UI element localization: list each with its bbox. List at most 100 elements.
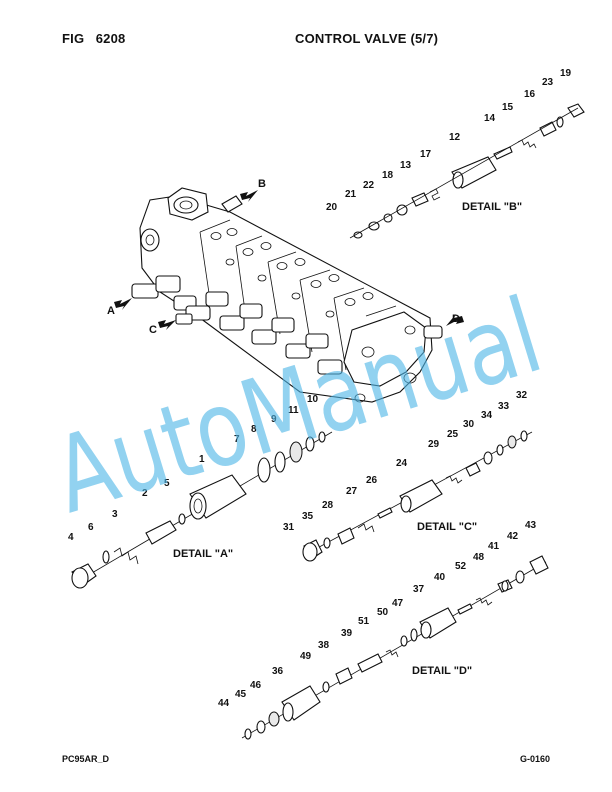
part-10-ring — [318, 431, 326, 443]
part-label-28: 28 — [322, 500, 334, 511]
part-label-1: 1 — [199, 454, 205, 465]
part-19-cap — [567, 103, 585, 118]
part-label-10: 10 — [307, 394, 319, 405]
part-50-ring — [400, 635, 408, 647]
part-35-ring — [323, 537, 331, 549]
detail-a-assembly — [71, 431, 333, 589]
part-label-35: 35 — [302, 511, 314, 522]
part-20-ring — [353, 231, 363, 239]
part-label-46: 46 — [250, 680, 262, 691]
part-45-ring — [256, 720, 266, 734]
part-46-ring — [268, 711, 280, 727]
spool-caps — [131, 275, 343, 375]
part-label-27: 27 — [346, 486, 358, 497]
body-port-holes — [210, 228, 374, 318]
part-label-48: 48 — [473, 552, 485, 563]
part-6-oring — [102, 550, 110, 564]
part-42-ring — [515, 570, 525, 584]
part-11-ring — [305, 436, 315, 452]
detail-c-assembly — [302, 430, 533, 562]
part-label-3: 3 — [112, 509, 118, 520]
part-label-45: 45 — [235, 689, 247, 700]
part-8-ring — [274, 451, 286, 473]
detail-d-assembly — [241, 555, 549, 740]
part-label-4: 4 — [68, 532, 74, 543]
part-label-29: 29 — [428, 439, 440, 450]
part-32-ring — [520, 430, 528, 442]
part-label-44: 44 — [218, 698, 230, 709]
part-label-15: 15 — [502, 102, 514, 113]
part-label-25: 25 — [447, 429, 459, 440]
part-label-17: 17 — [420, 149, 432, 160]
part-label-42: 42 — [507, 531, 519, 542]
part-label-41: 41 — [488, 541, 500, 552]
part-label-39: 39 — [341, 628, 353, 639]
part-17-spring — [429, 188, 441, 201]
figure-prefix: FIG — [62, 31, 85, 46]
part-label-12: 12 — [449, 132, 461, 143]
detail-c-label: DETAIL "C" — [417, 521, 477, 533]
part-label-32: 32 — [516, 390, 528, 401]
part-30-oring — [483, 451, 493, 465]
page-code: G-0160 — [520, 754, 551, 764]
part-7-oring — [257, 457, 271, 483]
part-5-ring — [178, 513, 186, 525]
part-15-spring — [517, 139, 537, 149]
port-arrow-d: D — [446, 313, 464, 326]
part-2-poppet — [145, 520, 177, 545]
part-label-47: 47 — [392, 598, 404, 609]
part-label-36: 36 — [272, 666, 284, 677]
page-title: CONTROL VALVE (5/7) — [295, 31, 439, 46]
part-label-24: 24 — [396, 458, 408, 469]
detail-b-label: DETAIL "B" — [462, 201, 522, 213]
part-14-rod — [493, 146, 513, 160]
part-label-2: 2 — [142, 488, 148, 499]
part-43-cap — [529, 555, 549, 575]
detail-d-label: DETAIL "D" — [412, 665, 472, 677]
detail-b-assembly — [349, 103, 585, 239]
part-label-11: 11 — [288, 405, 299, 416]
port-label-c: C — [149, 324, 157, 336]
part-label-49: 49 — [300, 651, 312, 662]
part-38-plug — [335, 667, 353, 685]
part-16-nut — [539, 121, 557, 137]
part-40-rod — [457, 603, 473, 615]
part-label-37: 37 — [413, 584, 425, 595]
part-label-20: 20 — [326, 202, 338, 213]
part-label-43: 43 — [525, 520, 537, 531]
part-label-30: 30 — [463, 419, 475, 430]
part-label-18: 18 — [382, 170, 394, 181]
part-label-33: 33 — [498, 401, 510, 412]
part-28-nut — [337, 527, 355, 545]
part-label-7: 7 — [234, 434, 240, 445]
part-22-ring — [383, 213, 393, 223]
part-label-34: 34 — [481, 410, 493, 421]
part-39-rod — [357, 653, 383, 673]
part-label-21: 21 — [345, 189, 357, 200]
part-label-26: 26 — [366, 475, 378, 486]
part-label-6: 6 — [88, 522, 94, 533]
figure-label: FIG 6208 — [62, 31, 125, 46]
part-47-oring — [410, 628, 418, 642]
part-29-spring — [445, 475, 463, 484]
part-label-5: 5 — [164, 478, 170, 489]
part-label-14: 14 — [484, 113, 496, 124]
part-label-23: 23 — [542, 77, 554, 88]
part-label-50: 50 — [377, 607, 389, 618]
part-label-40: 40 — [434, 572, 446, 583]
detail-a-label: DETAIL "A" — [173, 548, 233, 560]
part-label-19: 19 — [560, 68, 572, 79]
part-label-31: 31 — [283, 522, 295, 533]
part-52-spring — [475, 597, 493, 606]
part-25-plug — [465, 462, 481, 477]
part-49-ring — [322, 681, 330, 693]
port-arrow-b: B — [240, 178, 266, 202]
figure-number: 6208 — [95, 31, 126, 46]
port-label-a: A — [107, 305, 115, 317]
part-label-8: 8 — [251, 424, 257, 435]
part-33-ring — [507, 435, 517, 449]
part-44-ring — [244, 728, 252, 740]
part-label-13: 13 — [400, 160, 412, 171]
part-label-22: 22 — [363, 180, 375, 191]
